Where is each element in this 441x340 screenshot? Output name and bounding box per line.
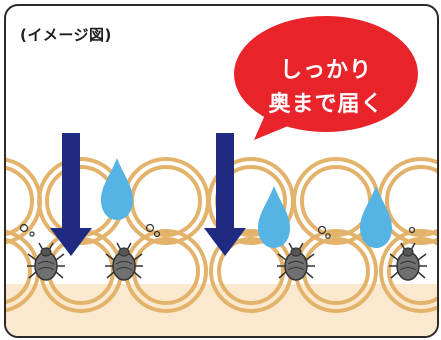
water-droplet-icon <box>258 186 290 248</box>
bubble-text-line-2: 奥まで届く <box>268 92 384 117</box>
bubble-text-line-1: しっかり <box>279 58 372 83</box>
dust-mite-icon <box>389 226 427 281</box>
water-droplet-icon <box>101 158 133 220</box>
image-caption: (イメージ図) <box>20 26 112 44</box>
dust-mite-icon <box>105 223 161 281</box>
water-droplet-icon <box>360 186 392 248</box>
speech-bubble <box>234 16 418 140</box>
fiber-scene <box>6 16 437 336</box>
fiber-loop-icon <box>377 157 437 313</box>
down-arrow-icon <box>204 133 246 256</box>
down-arrow-icon <box>50 133 92 256</box>
dust-mite-icon <box>277 225 331 281</box>
illustration-frame: (イメージ図) しっかり 奥まで届く <box>4 4 439 338</box>
dust-mite-icon <box>19 223 65 281</box>
